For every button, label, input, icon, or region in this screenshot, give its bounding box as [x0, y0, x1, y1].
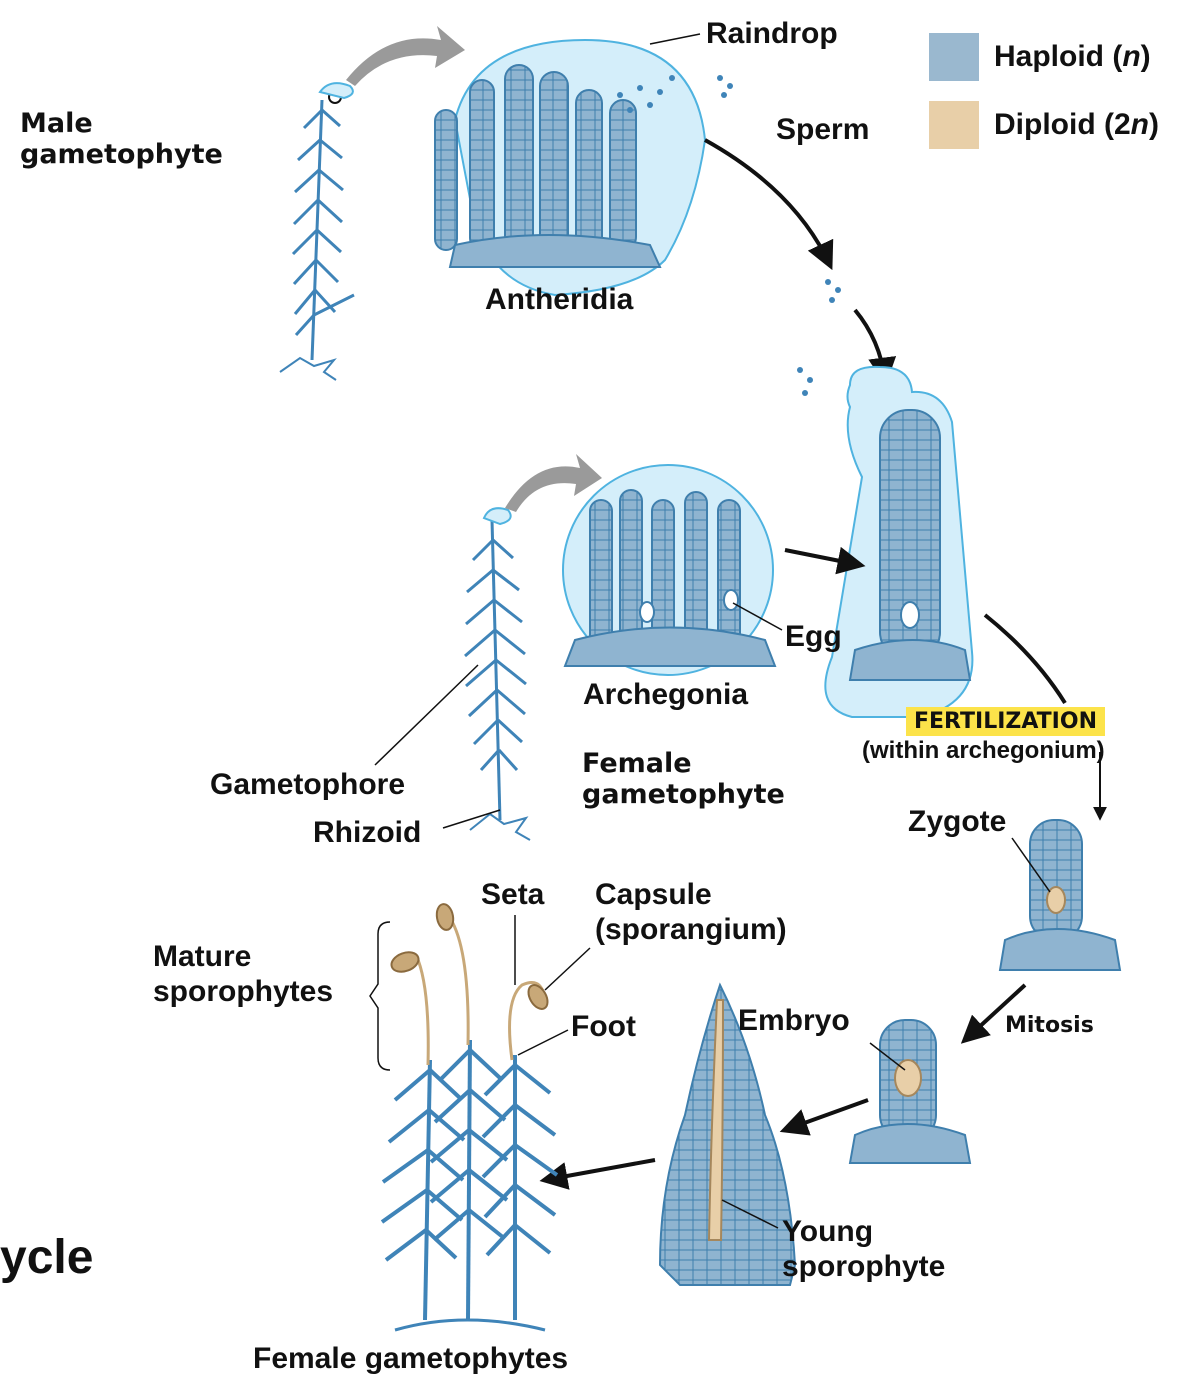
antheridia-label: Antheridia	[485, 283, 633, 318]
haploid-swatch	[929, 33, 979, 81]
rhizoid-leader	[443, 810, 500, 828]
female-label-line1: Female	[582, 748, 785, 779]
raindrop-label: Raindrop	[706, 17, 838, 52]
legend-haploid-n: n	[1122, 40, 1140, 73]
archegonium-egg	[901, 602, 919, 628]
male-gametophyte-plant	[280, 91, 354, 380]
arrow-fertilization	[985, 615, 1065, 703]
mature-sporophytes	[416, 915, 544, 1065]
mitosis-label: Mitosis	[1005, 1013, 1094, 1038]
mature-line1: Mature	[153, 940, 333, 975]
female-gametophytes-cluster	[382, 1040, 557, 1330]
arrow-sperm-1	[705, 140, 830, 265]
gametophore-label: Gametophore	[210, 768, 405, 803]
legend-haploid-close: )	[1141, 40, 1151, 73]
diploid-swatch	[929, 101, 979, 149]
legend-diploid-n: n	[1131, 108, 1149, 141]
male-label-line2: gametophyte	[20, 139, 223, 170]
within-archegonium-label: (within archegonium)	[862, 737, 1105, 765]
archegonium-base	[850, 640, 970, 680]
legend-haploid-text: Haploid (	[994, 40, 1122, 73]
female-label-line2: gametophyte	[582, 779, 785, 810]
male-label-line1: Male	[20, 108, 223, 139]
legend-diploid-label: Diploid (2n)	[994, 108, 1159, 143]
foot-label: Foot	[571, 1010, 636, 1045]
male-zoom-water	[320, 83, 353, 98]
mature-brace	[370, 922, 390, 1070]
female-gametophytes-label: Female gametophytes	[253, 1342, 568, 1377]
young-sporophyte-label: Young sporophyte	[782, 1215, 945, 1284]
arrow-embryo	[785, 1100, 868, 1130]
young-line1: Young	[782, 1215, 945, 1250]
embryo-base	[850, 1124, 970, 1163]
foot-leader	[518, 1030, 568, 1055]
legend-diploid-close: )	[1149, 108, 1159, 141]
zygote-archegonium	[1030, 820, 1082, 940]
female-gametophyte-plant	[465, 520, 530, 840]
capsule-line2: (sporangium)	[595, 913, 787, 948]
male-gametophyte-label: Male gametophyte	[20, 108, 223, 170]
capsule-line1: Capsule	[595, 878, 787, 913]
embryo-label: Embryo	[738, 1004, 850, 1039]
rhizoid-label: Rhizoid	[313, 816, 421, 851]
female-gametophyte-label: Female gametophyte	[582, 748, 785, 810]
capsules	[389, 903, 552, 1012]
capsule-leader	[545, 948, 590, 990]
archegonia-label: Archegonia	[583, 678, 748, 713]
fertilization-label: FERTILIZATION	[906, 707, 1105, 736]
young-line2: sporophyte	[782, 1250, 945, 1285]
seta-label: Seta	[481, 878, 544, 913]
gametophore-leader	[375, 665, 478, 765]
mature-line2: sporophytes	[153, 975, 333, 1010]
female-zoom-water	[484, 508, 511, 524]
zygote-label: Zygote	[908, 805, 1006, 840]
cycle-fragment-label: ycle	[0, 1230, 93, 1285]
male-zoom-arrow	[346, 26, 465, 86]
mature-sporophytes-label: Mature sporophytes	[153, 940, 333, 1009]
capsule-label: Capsule (sporangium)	[595, 878, 787, 947]
arrow-young-sporophyte	[545, 1160, 655, 1180]
zygote-base	[1000, 929, 1120, 970]
raindrop-leader	[650, 34, 700, 44]
legend-haploid-label: Haploid (n)	[994, 40, 1151, 75]
legend-diploid-text: Diploid (2	[994, 108, 1131, 141]
egg-label: Egg	[785, 620, 842, 655]
sperm-label: Sperm	[776, 113, 869, 148]
